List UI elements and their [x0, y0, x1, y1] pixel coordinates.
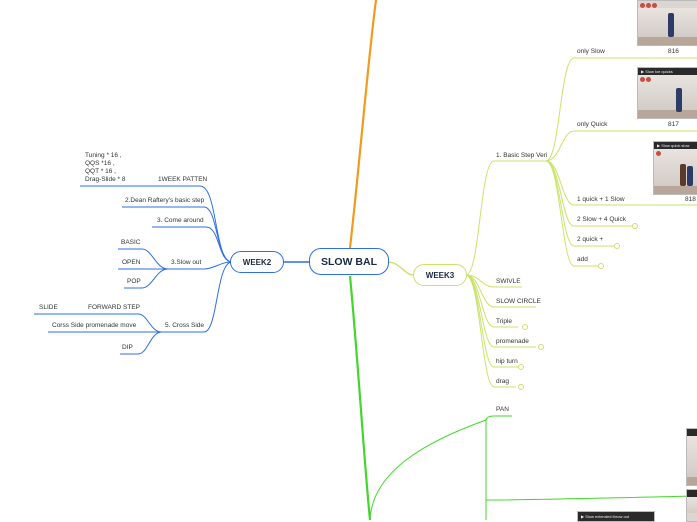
- play-icon: ▶: [581, 514, 585, 519]
- week3-basic-2slow-4quick[interactable]: 2 Slow + 4 Quick: [577, 216, 626, 223]
- week3-item-hip-turn[interactable]: hip turn: [496, 358, 518, 365]
- video-thumbnail-bottom-1[interactable]: [686, 428, 697, 486]
- week3-video-816-number: 816: [668, 48, 679, 55]
- video-thumbnail-bottom-2[interactable]: [686, 489, 697, 522]
- expand-circle-icon[interactable]: [522, 324, 528, 330]
- week3-branches: [465, 57, 697, 388]
- week2-crossside-dip[interactable]: DIP: [122, 344, 133, 351]
- green-branch-bottom: [348, 275, 372, 520]
- week2-detail-qqs: QQS *16 ,: [85, 160, 115, 167]
- video-thumbnail-extended-throw[interactable]: ▶ Slow extended throw out: [577, 511, 655, 522]
- video-extended-title: Slow extended throw out: [585, 514, 630, 519]
- pan-item[interactable]: PAN: [496, 406, 509, 413]
- week2-crossside-promenade[interactable]: Corss Side promenade move: [52, 322, 137, 329]
- week2-detail-qqt: QQT * 16 ,: [85, 168, 116, 175]
- week3-node-label: WEEK3: [425, 270, 455, 280]
- week2-item-dean-raftery[interactable]: 2.Dean Raftery's basic step: [125, 197, 205, 204]
- video-thumbnail-818[interactable]: ▶ Slow quick slow: [653, 141, 697, 195]
- week3-item-drag[interactable]: drag: [496, 378, 510, 385]
- week3-basic-1quick-1slow[interactable]: 1 quick + 1 Slow: [577, 196, 625, 203]
- connector-central-week3: [387, 261, 415, 276]
- week3-item-triple[interactable]: Triple: [496, 318, 513, 325]
- week3-basic-add[interactable]: add: [577, 256, 588, 263]
- week2-crossside-slide[interactable]: SLIDE: [39, 304, 58, 311]
- expand-circle-icon[interactable]: [598, 263, 604, 269]
- central-node[interactable]: SLOW BAL: [309, 248, 389, 275]
- week2-branches: [34, 185, 233, 355]
- week3-basic-only-slow[interactable]: only Slow: [577, 48, 605, 55]
- expand-circle-icon[interactable]: [518, 364, 524, 370]
- week2-detail-tuning: Tuning * 16 ,: [85, 152, 122, 159]
- week3-item-swivle[interactable]: SWIVLE: [496, 278, 521, 285]
- central-node-label: SLOW BAL: [321, 255, 377, 268]
- week3-node[interactable]: WEEK3: [413, 264, 467, 286]
- week2-node[interactable]: WEEK2: [230, 251, 284, 273]
- week2-item-cross-side[interactable]: 5. Cross Side: [165, 322, 205, 329]
- orange-branch: [348, 0, 378, 249]
- video-thumbnail-816[interactable]: [637, 0, 697, 46]
- week2-slowout-open[interactable]: OPEN: [122, 259, 141, 266]
- week2-slowout-basic[interactable]: BASIC: [121, 239, 141, 246]
- week2-detail-drag-slide: Drag-Slide * 8: [85, 176, 126, 183]
- week2-item-slow-out[interactable]: 3.Slow out: [171, 259, 202, 266]
- expand-circle-icon[interactable]: [614, 243, 620, 249]
- week2-item-come-around[interactable]: 3. Come around: [157, 217, 204, 224]
- green-branches: [369, 415, 697, 520]
- week2-slowout-pop[interactable]: POP: [127, 278, 141, 285]
- week3-item-basic-step[interactable]: 1. Basic Step Veri: [496, 152, 548, 159]
- video-818-title: Slow quick slow: [661, 143, 690, 148]
- video-thumbnail-817[interactable]: ▶ Slow Ice quicks: [637, 67, 697, 119]
- play-icon: ▶: [657, 143, 661, 148]
- week2-crossside-forward-step[interactable]: FORWARD STEP: [88, 304, 141, 311]
- expand-circle-icon[interactable]: [538, 344, 544, 350]
- week3-video-818-number: 818: [685, 196, 696, 203]
- expand-circle-icon[interactable]: [518, 384, 524, 390]
- week3-video-817-number: 817: [668, 121, 679, 128]
- expand-circle-icon[interactable]: [632, 223, 638, 229]
- week3-item-slow-circle[interactable]: SLOW CIRCLE: [496, 298, 541, 305]
- week2-item-1week-patten[interactable]: 1WEEK PATTEN: [158, 176, 208, 183]
- week3-basic-2quick[interactable]: 2 quick +: [577, 236, 604, 243]
- week3-item-promenade[interactable]: promenade: [496, 338, 529, 345]
- week2-node-label: WEEK2: [242, 257, 272, 267]
- play-icon: ▶: [641, 69, 645, 74]
- video-817-title: Slow Ice quicks: [645, 69, 673, 74]
- week3-basic-only-quick[interactable]: only Quick: [577, 121, 608, 128]
